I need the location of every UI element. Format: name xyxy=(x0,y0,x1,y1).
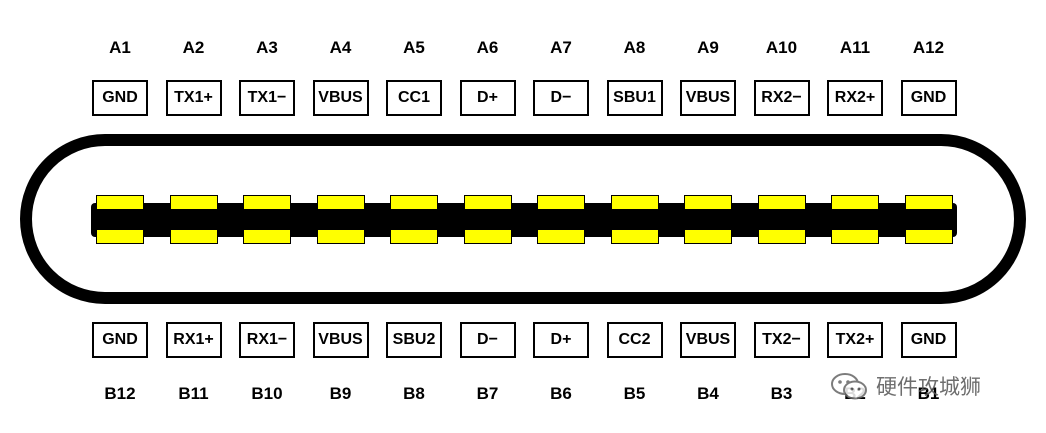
pin-signal-bottom: GND xyxy=(92,322,148,358)
contact-top xyxy=(684,195,732,210)
pin-signal-bottom: VBUS xyxy=(680,322,736,358)
pin-signal-top: SBU1 xyxy=(606,80,663,116)
contact-bottom xyxy=(537,229,585,244)
pin-signal-top: GND xyxy=(92,80,148,116)
pin-number-top: A4 xyxy=(329,38,352,57)
wechat-icon xyxy=(831,373,867,400)
contact-bottom xyxy=(610,229,659,244)
pin-number-bottom: B12 xyxy=(104,384,136,403)
pin-signal-bottom: D− xyxy=(459,322,516,358)
pin-number-top: A2 xyxy=(182,38,205,57)
pin-signal-bottom: GND xyxy=(900,322,957,358)
contact-top xyxy=(390,195,438,210)
pin-signal-top: VBUS xyxy=(680,80,736,116)
contact-bottom xyxy=(684,229,732,244)
contact-top xyxy=(169,195,218,210)
pin-signal-top: RX2− xyxy=(753,80,810,116)
pin-signal-bottom: RX1+ xyxy=(165,322,222,358)
contact-bottom xyxy=(831,229,879,244)
pin-number-bottom: B9 xyxy=(329,384,352,403)
pin-number-top: A9 xyxy=(697,38,719,57)
contact-top xyxy=(96,195,144,210)
contact-bottom xyxy=(316,229,365,244)
contact-top xyxy=(757,195,806,210)
connector-tongue xyxy=(91,203,957,237)
pin-number-bottom: B3 xyxy=(770,384,793,403)
pin-signal-top: D+ xyxy=(459,80,516,116)
pin-number-top: A11 xyxy=(839,38,871,57)
contact-top xyxy=(243,195,291,210)
contact-bottom xyxy=(243,229,291,244)
pin-signal-bottom: TX2+ xyxy=(827,322,883,358)
pin-number-top: A10 xyxy=(765,38,798,57)
watermark: 硬件攻城狮 xyxy=(830,371,981,401)
pin-signal-bottom: VBUS xyxy=(312,322,369,358)
pin-signal-bottom: SBU2 xyxy=(386,322,442,358)
pin-signal-top: RX2+ xyxy=(827,80,883,116)
pin-signal-bottom: CC2 xyxy=(606,322,663,358)
pin-signal-bottom: D+ xyxy=(533,322,589,358)
pin-number-top: A5 xyxy=(403,38,425,57)
pin-number-bottom: B8 xyxy=(403,384,425,403)
pin-number-top: A8 xyxy=(623,38,646,57)
pin-signal-top: GND xyxy=(900,80,957,116)
contact-bottom xyxy=(463,229,512,244)
contact-bottom xyxy=(757,229,806,244)
contact-bottom xyxy=(169,229,218,244)
pin-signal-bottom: RX1− xyxy=(239,322,295,358)
contact-top xyxy=(904,195,953,210)
contact-bottom xyxy=(390,229,438,244)
pin-signal-bottom: TX2− xyxy=(753,322,810,358)
contact-top xyxy=(463,195,512,210)
pin-number-top: A3 xyxy=(256,38,278,57)
pin-number-top: A12 xyxy=(912,38,945,57)
pin-signal-top: CC1 xyxy=(386,80,442,116)
contact-top xyxy=(316,195,365,210)
pin-number-bottom: B4 xyxy=(697,384,719,403)
pin-number-bottom: B5 xyxy=(623,384,646,403)
pin-number-bottom: B6 xyxy=(550,384,572,403)
pin-number-bottom: B11 xyxy=(178,384,209,403)
pin-signal-top: VBUS xyxy=(312,80,369,116)
pin-number-top: A1 xyxy=(109,38,131,57)
contact-top xyxy=(610,195,659,210)
pin-signal-top: TX1− xyxy=(239,80,295,116)
watermark-text: 硬件攻城狮 xyxy=(876,376,981,399)
contact-bottom xyxy=(96,229,144,244)
pin-signal-top: TX1+ xyxy=(165,80,222,116)
pin-number-bottom: B10 xyxy=(251,384,283,403)
contact-bottom xyxy=(904,229,953,244)
pin-number-top: A7 xyxy=(550,38,572,57)
pin-number-bottom: B1 xyxy=(917,384,940,403)
pin-number-bottom: B7 xyxy=(476,384,499,403)
contact-top xyxy=(537,195,585,210)
pin-number-top: A6 xyxy=(476,38,499,57)
contact-top xyxy=(831,195,879,210)
pin-signal-top: D− xyxy=(533,80,589,116)
